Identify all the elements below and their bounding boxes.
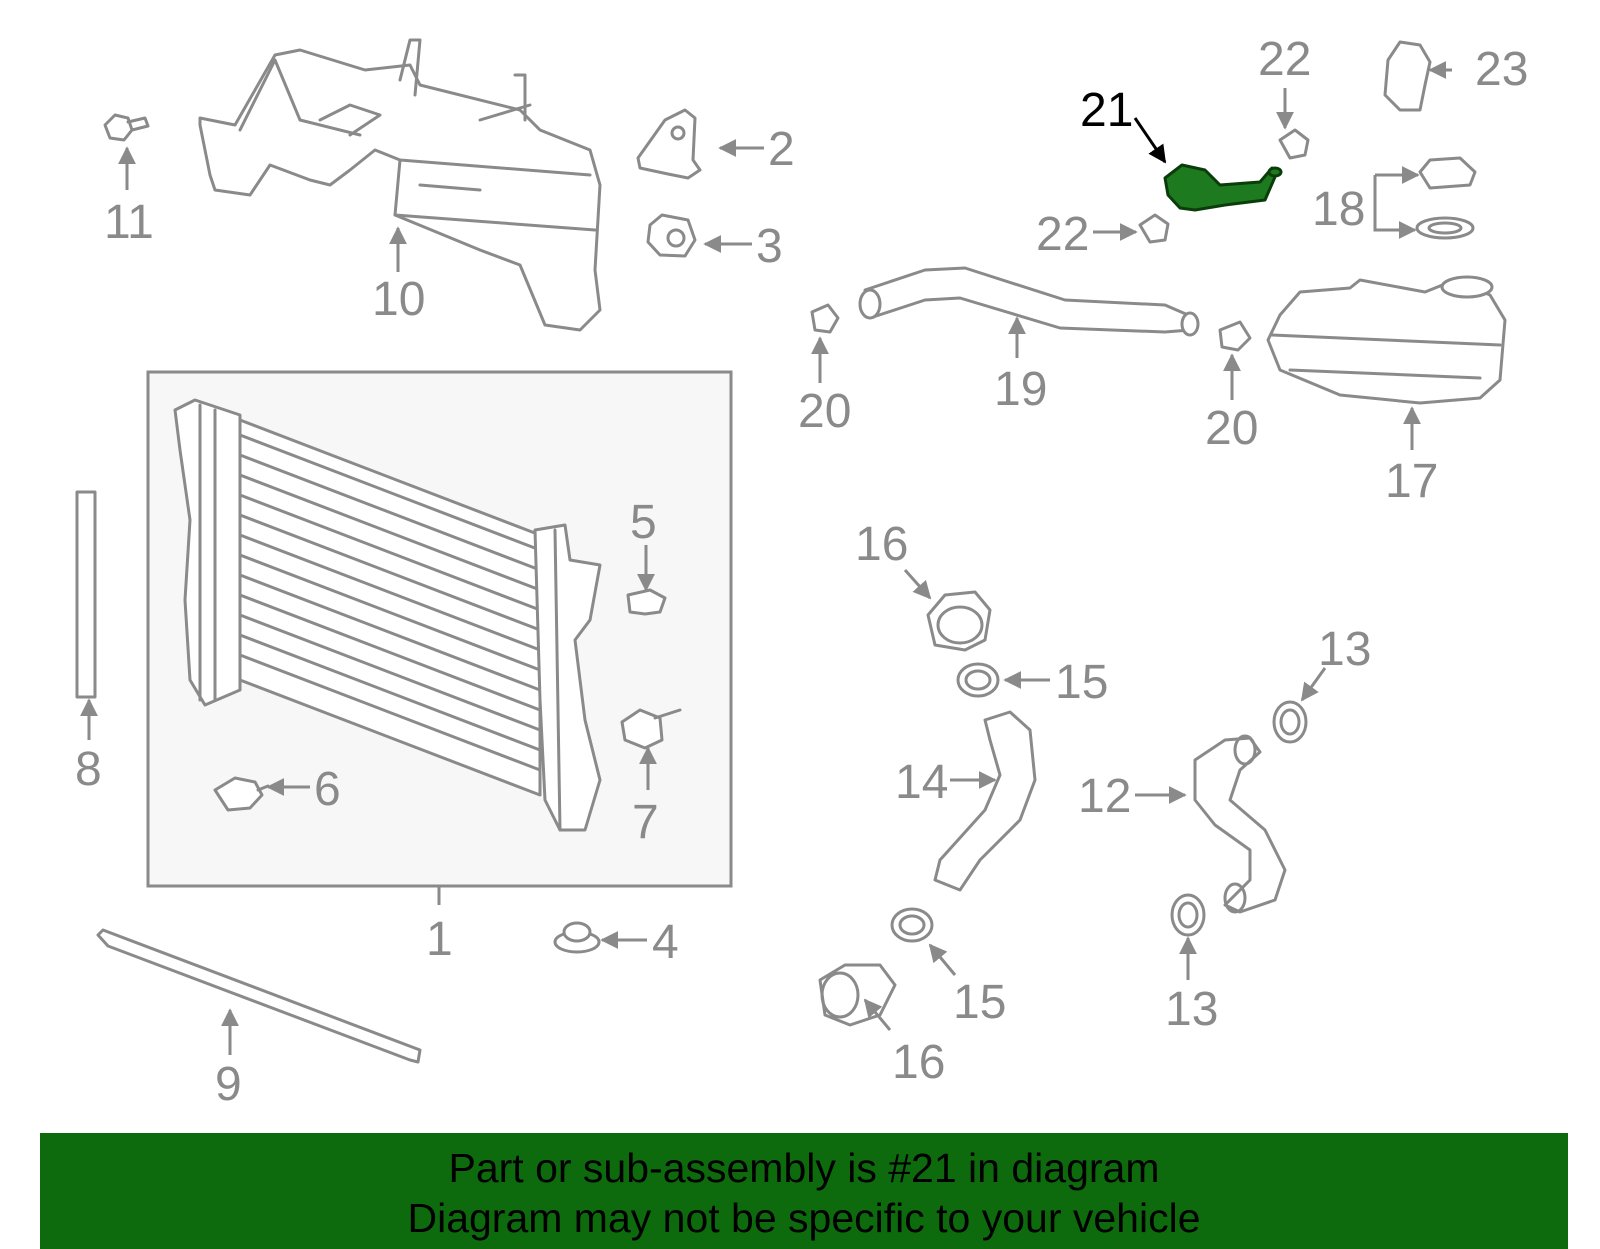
callout-4: 4 [652,916,679,969]
callout-20a: 20 [798,385,851,438]
part-16-outlet-lower[interactable] [818,963,897,1027]
callout-23: 23 [1475,43,1528,96]
callout-labels: 1 2 3 4 5 6 7 8 9 10 11 12 13 13 14 15 1… [75,33,1528,1111]
callout-8: 8 [75,743,102,796]
leader-lines [80,61,1452,1055]
callout-17: 17 [1385,455,1438,508]
callout-6: 6 [314,763,341,816]
part-10-deflector[interactable] [198,38,602,332]
part-16-outlet-upper[interactable] [926,590,992,652]
part-15-clamp-upper[interactable] [956,662,1000,698]
part-9-lower-seal[interactable] [96,928,422,1064]
part-18-cap[interactable] [1418,156,1477,190]
part-3-mount[interactable] [646,213,697,258]
part-11-push-pin[interactable] [103,113,150,142]
callout-22b: 22 [1036,208,1089,261]
part-5-fitting[interactable] [626,588,667,616]
part-20-clamp-left[interactable] [810,303,840,334]
part-14-hose[interactable] [933,710,1037,892]
part-15-clamp-lower[interactable] [890,907,934,943]
callout-2: 2 [768,123,795,176]
callout-15a: 15 [1055,656,1108,709]
part-8-seal[interactable] [75,490,97,699]
callout-12: 12 [1078,770,1131,823]
callout-13b: 13 [1165,983,1218,1036]
callout-3: 3 [756,220,783,273]
part-23-fitting[interactable] [1383,40,1432,112]
callout-11: 11 [104,196,154,249]
part-2-bracket[interactable] [636,108,702,180]
callout-16b: 16 [892,1036,945,1089]
info-banner: Part or sub-assembly is #21 in diagram D… [40,1133,1568,1249]
part-13-clamp-upper[interactable] [1272,700,1308,744]
callout-7: 7 [632,796,659,849]
callout-5: 5 [630,496,657,549]
callout-9: 9 [215,1058,242,1111]
banner-part-line: Part or sub-assembly is #21 in diagram [448,1145,1160,1191]
part-4-grommet[interactable] [553,921,601,954]
banner-disclaimer-line: Diagram may not be specific to your vehi… [407,1195,1201,1241]
callout-10: 10 [372,273,425,326]
part-20-clamp-right[interactable] [1218,320,1252,352]
part-22-clamp-top[interactable] [1278,128,1310,160]
callout-1: 1 [426,913,453,966]
callout-13a: 13 [1318,623,1371,676]
part-19-hose[interactable] [858,266,1200,337]
part-22-clamp-mid[interactable] [1138,213,1170,244]
callout-14: 14 [895,756,948,809]
part-12-hose[interactable] [1193,734,1287,914]
part-13-clamp-lower[interactable] [1170,893,1206,937]
part-7-sensor[interactable] [620,708,682,750]
callout-20b: 20 [1205,402,1258,455]
callout-16a: 16 [855,518,908,571]
callout-18: 18 [1312,183,1365,236]
part-21-hose-highlighted[interactable] [1163,163,1283,212]
callout-21-highlighted: 21 [1080,84,1133,137]
part-17-reservoir[interactable] [1266,275,1507,405]
part-18-seal[interactable] [1415,216,1475,240]
callout-15b: 15 [953,976,1006,1029]
callout-19: 19 [994,363,1047,416]
callout-22a: 22 [1258,33,1311,86]
